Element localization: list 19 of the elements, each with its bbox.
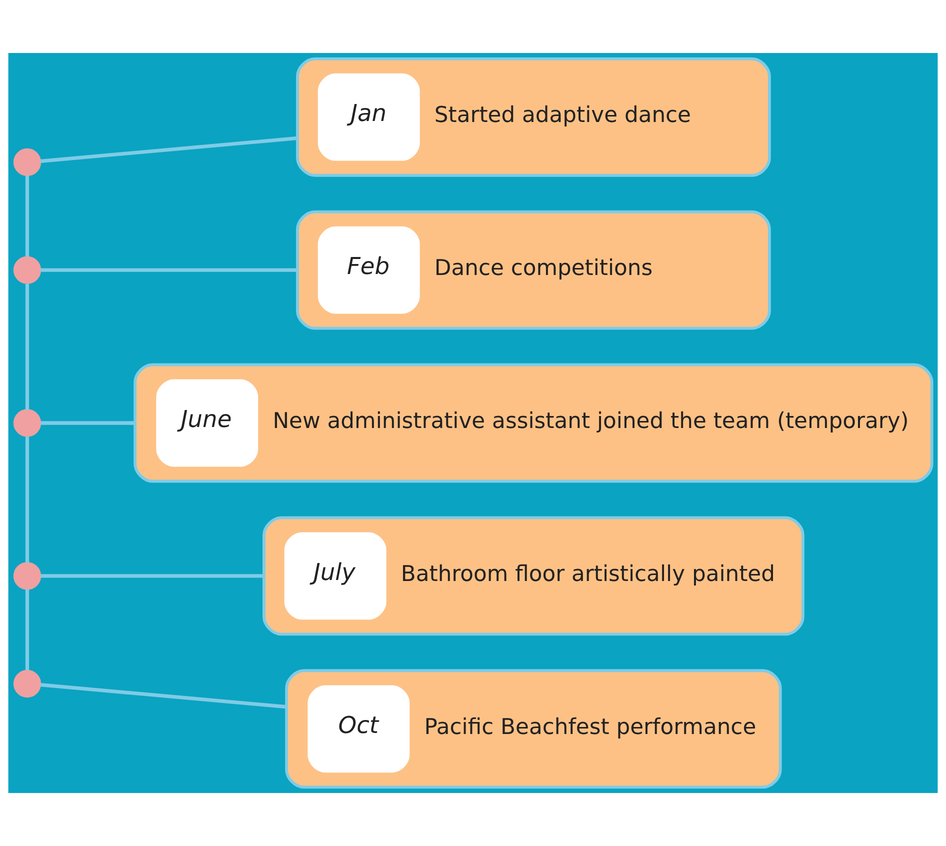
- connector: [25, 176, 30, 257]
- node-box: June New administrative assistant joined the team (temporary): [134, 363, 934, 483]
- connector: [40, 421, 135, 425]
- node-box: Feb Dance competitions: [296, 210, 771, 330]
- node-circle: [13, 409, 42, 437]
- node-circle: [13, 670, 42, 698]
- node-box: Oct Pacific Beachfest performance: [285, 669, 782, 789]
- connector: [40, 574, 264, 578]
- node-circle: [13, 148, 42, 176]
- connector: [40, 268, 297, 272]
- connector: [25, 284, 30, 410]
- node-box: July Bathroom floor artistically painted: [262, 516, 804, 636]
- connector: [40, 136, 298, 163]
- node-box: Jan Started adaptive dance: [296, 57, 771, 177]
- connector: [25, 589, 30, 670]
- connector: [25, 436, 30, 563]
- node-circle: [13, 256, 42, 284]
- node-circle: [13, 562, 42, 590]
- connector: [40, 683, 286, 709]
